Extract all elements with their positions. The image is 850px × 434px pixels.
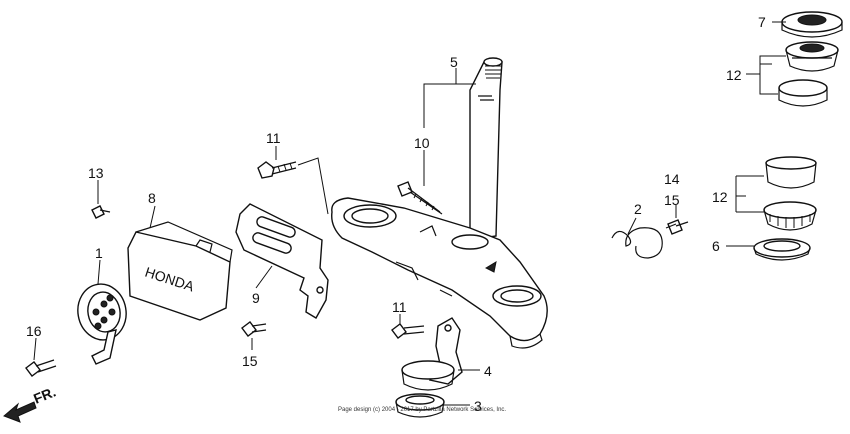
- front-direction-label: FR.: [31, 383, 58, 406]
- label-9: 9: [252, 290, 260, 306]
- leader-lines: [33, 21, 786, 406]
- label-12-lower: 12: [712, 189, 728, 205]
- label-16: 16: [26, 323, 42, 339]
- part-9-bracket[interactable]: [235, 203, 329, 319]
- part-11-leader-upper: [297, 157, 329, 215]
- part-12-upper-race[interactable]: [778, 79, 828, 107]
- part-11-bolt-lower[interactable]: [391, 323, 425, 339]
- label-15-right: 15: [664, 192, 680, 208]
- label-1: 1: [95, 245, 103, 261]
- label-11-lower: 11: [392, 299, 407, 315]
- copyright-notice: Page design (c) 2004 - 2017 by Partzilla…: [338, 407, 506, 413]
- part-1-horn[interactable]: [74, 280, 131, 365]
- part-5-steering-stem[interactable]: [331, 57, 548, 349]
- label-10: 10: [414, 135, 430, 151]
- label-15-left: 15: [242, 353, 258, 369]
- label-6: 6: [712, 238, 720, 254]
- label-5: 5: [450, 54, 458, 70]
- part-12-lower-bearing[interactable]: [763, 201, 817, 231]
- part-labels: 7 12 12 6 2 14 15 5 10 11 13 8 1 9 16 15…: [26, 14, 766, 414]
- label-11-upper: 11: [266, 130, 281, 146]
- part-8-control-module[interactable]: HONDA: [127, 221, 233, 321]
- label-14: 14: [664, 171, 680, 187]
- front-direction-arrow: FR.: [3, 383, 58, 423]
- part-4-guide-plate[interactable]: [401, 317, 463, 391]
- part-3-seal[interactable]: [395, 393, 445, 418]
- part-7-dust-seal[interactable]: [781, 11, 843, 38]
- part-6-lower-seal[interactable]: [753, 238, 811, 261]
- part-13-bolt[interactable]: [91, 205, 111, 219]
- part-12-upper-bearing[interactable]: [785, 41, 839, 72]
- label-2: 2: [634, 201, 642, 217]
- part-11-bolt-upper[interactable]: [257, 161, 297, 179]
- label-3: 3: [474, 398, 482, 414]
- part-2-spring-clip[interactable]: [611, 227, 663, 259]
- label-7: 7: [758, 14, 766, 30]
- label-8: 8: [148, 190, 156, 206]
- part-15-bolt-right[interactable]: [665, 219, 689, 235]
- label-13: 13: [88, 165, 104, 181]
- part-12-lower-race[interactable]: [765, 156, 817, 189]
- part-15-bolt-left[interactable]: [241, 321, 267, 337]
- part-16-bolt[interactable]: [25, 359, 57, 377]
- label-12-upper: 12: [726, 67, 742, 83]
- part-10-bolt[interactable]: [397, 181, 443, 215]
- label-4: 4: [484, 363, 492, 379]
